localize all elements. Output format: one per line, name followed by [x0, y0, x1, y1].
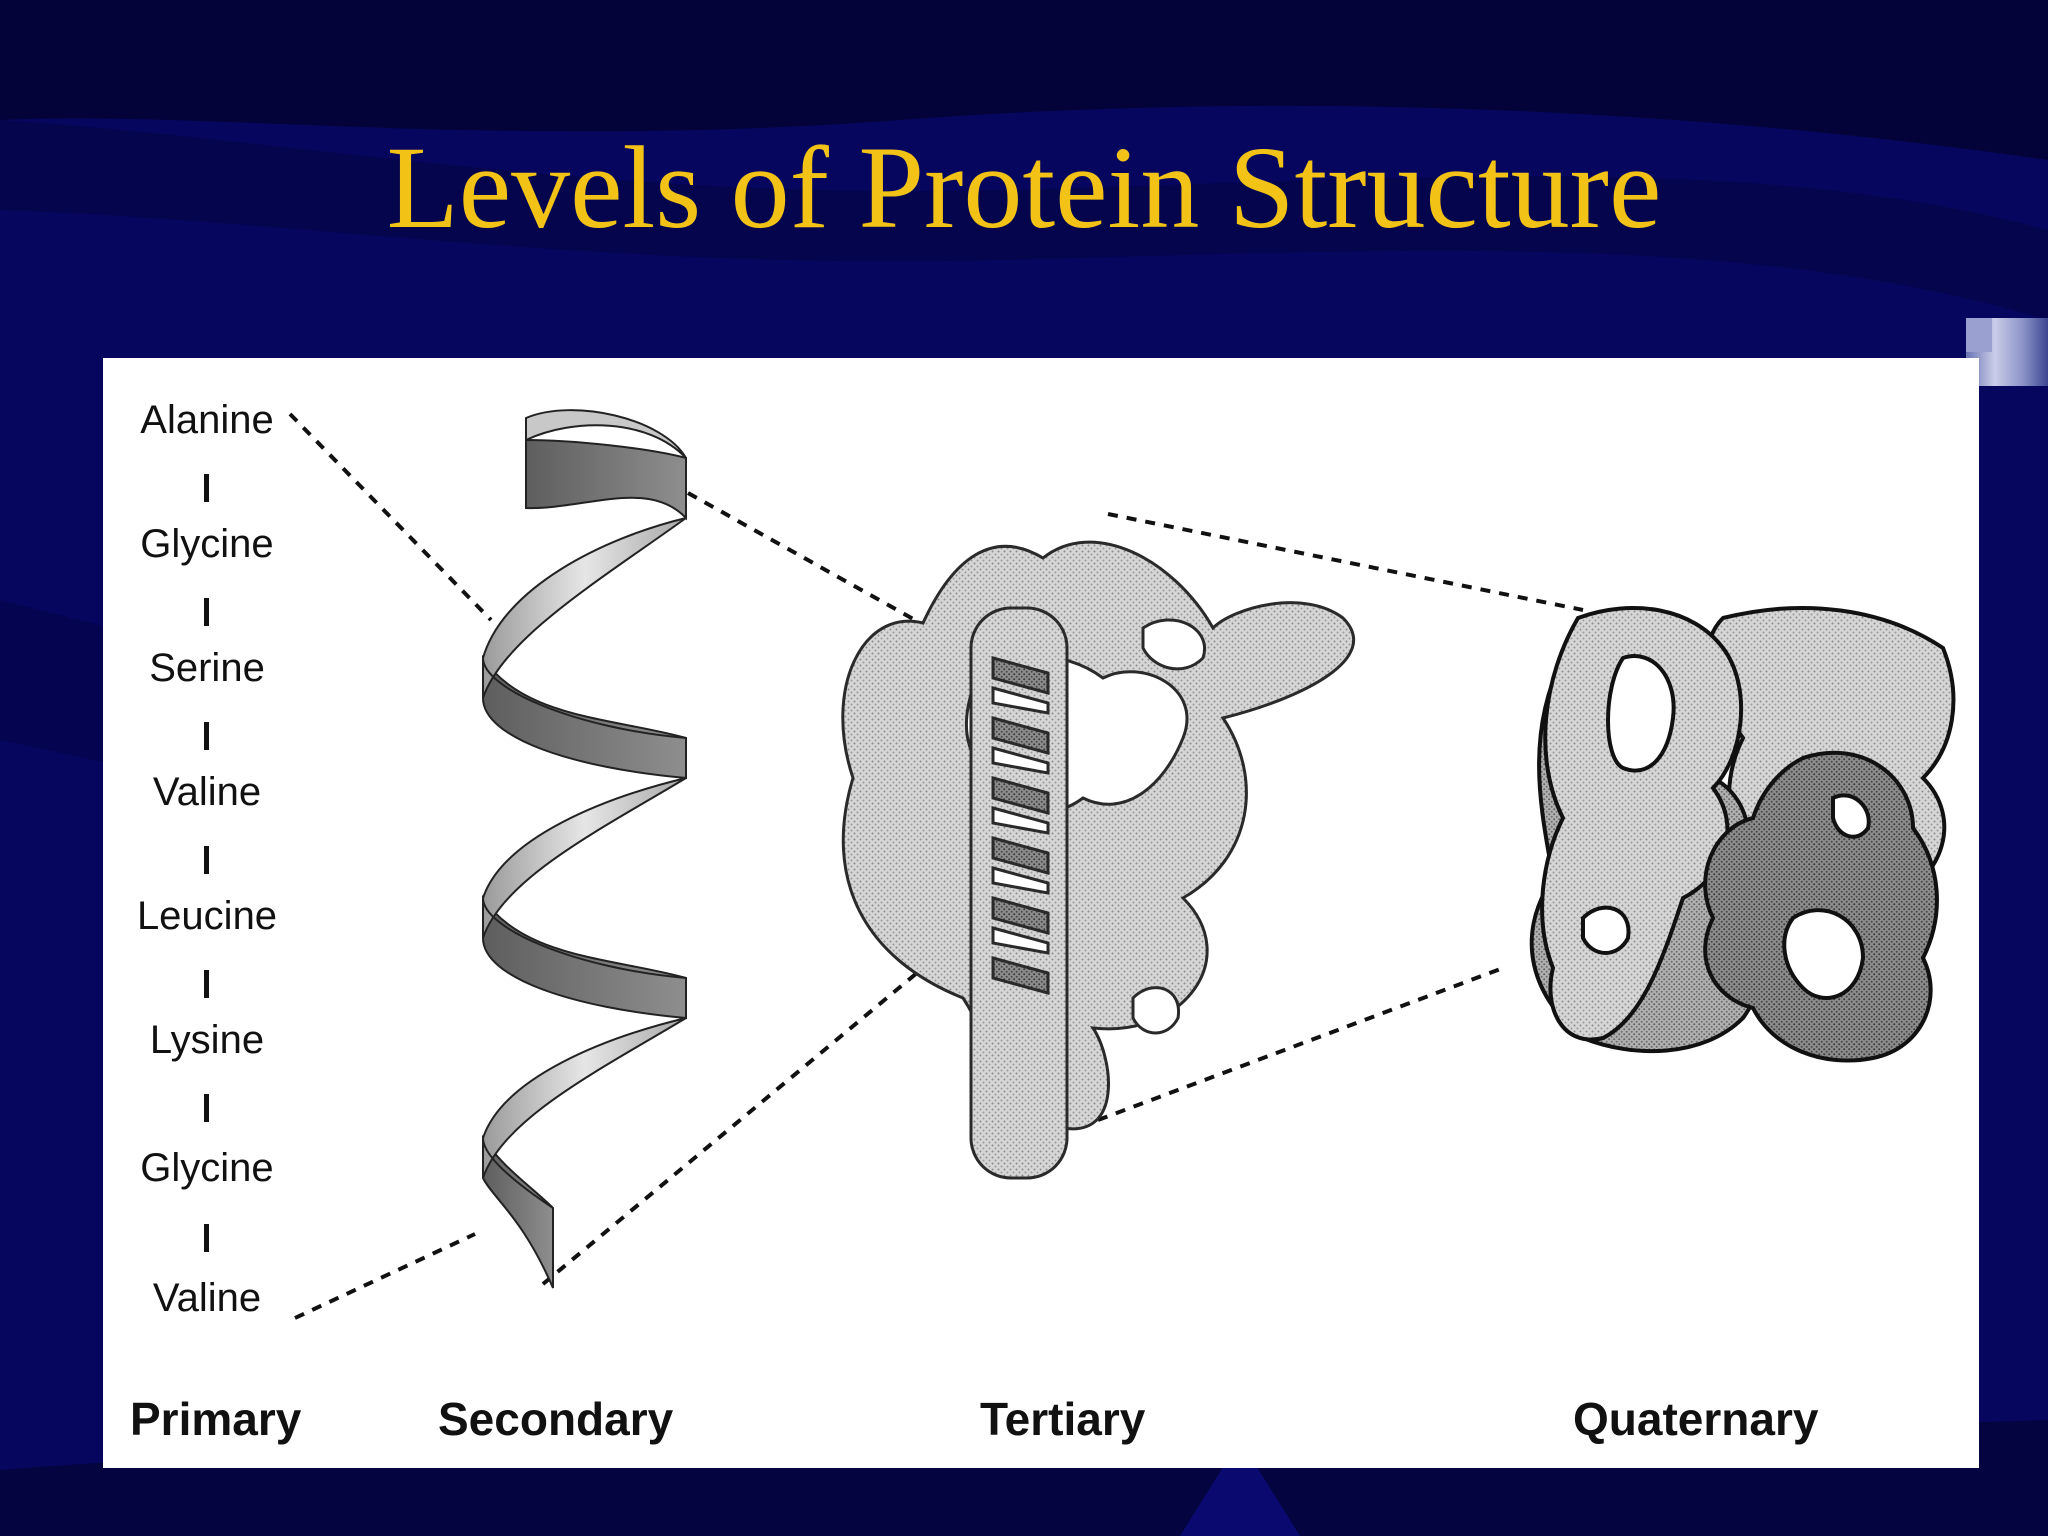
amino-acid-label: Alanine: [140, 398, 274, 442]
peptide-bond: [204, 722, 209, 750]
amino-acid-label: Lysine: [149, 1018, 265, 1062]
level-label-quaternary: Quaternary: [1573, 1393, 1819, 1445]
level-label-primary: Primary: [130, 1393, 302, 1445]
amino-acid-label: Glycine: [140, 1146, 274, 1190]
corner-decoration-notch: [1966, 318, 1992, 352]
amino-acid-label: Serine: [149, 646, 265, 690]
peptide-bond: [204, 598, 209, 626]
level-label-tertiary: Tertiary: [980, 1393, 1146, 1445]
alpha-helix: [482, 409, 687, 1289]
amino-acid-label: Valine: [152, 1276, 262, 1320]
figure-artwork: [288, 409, 1956, 1320]
level-label-secondary: Secondary: [438, 1393, 674, 1445]
protein-structure-figure: Alanine Glycine Serine Valine Leucine Ly…: [103, 358, 1979, 1468]
slide-title: Levels of Protein Structure: [386, 122, 1662, 253]
peptide-bond: [204, 970, 209, 998]
peptide-bond: [204, 1094, 209, 1122]
amino-acid-label: Glycine: [140, 522, 274, 566]
peptide-bond: [204, 1224, 209, 1252]
amino-acid-label: Leucine: [136, 894, 278, 938]
quaternary-assembly: [1529, 606, 1956, 1063]
tertiary-fold: [841, 540, 1356, 1180]
amino-acid-label: Valine: [152, 770, 262, 814]
peptide-bond: [204, 846, 209, 874]
peptide-bond: [204, 474, 209, 502]
connector-lines: [288, 412, 1584, 1320]
